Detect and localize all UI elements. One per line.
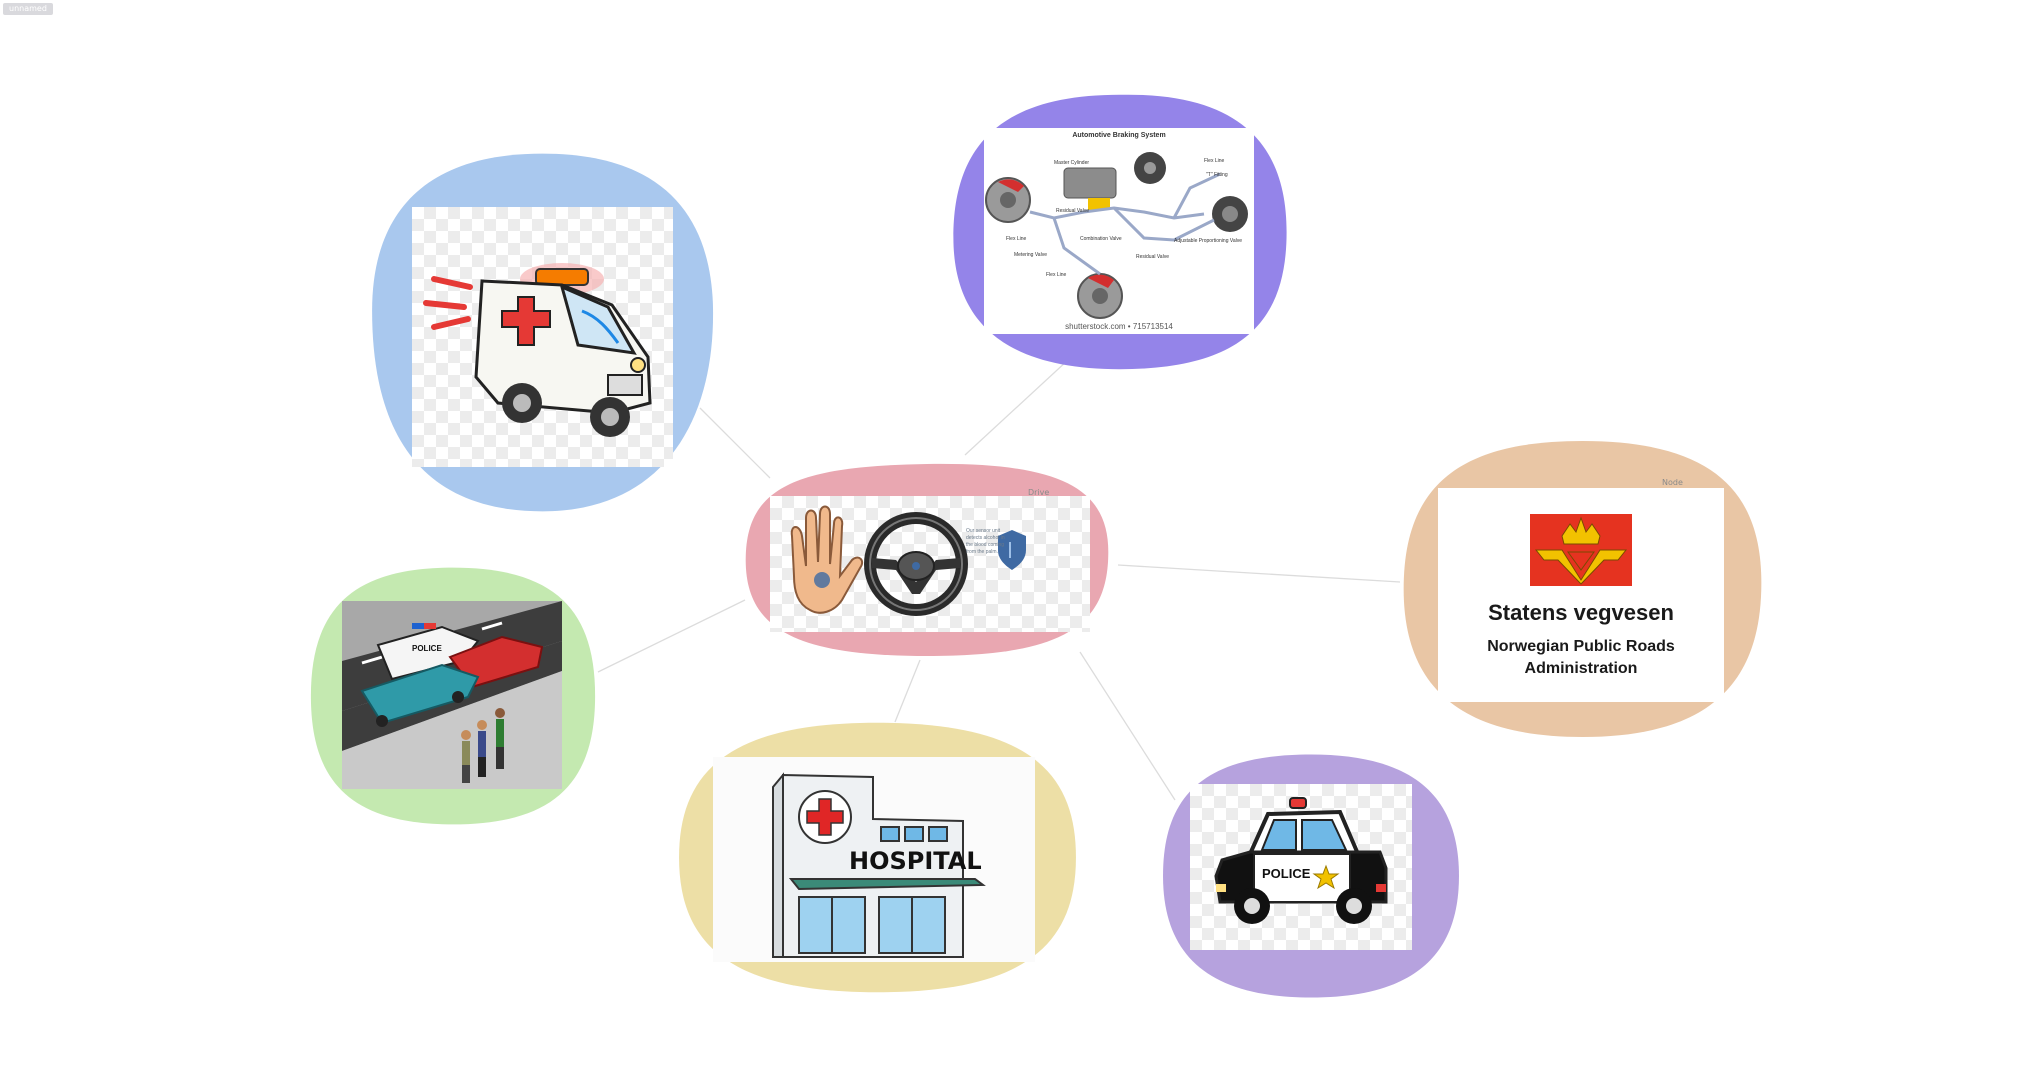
brake-label: Metering Valve xyxy=(1014,252,1047,258)
brake-label: Combination Valve xyxy=(1080,236,1122,242)
police-door-text: POLICE xyxy=(1262,866,1311,881)
brakes-image: Automotive Braking System Master Cylinde… xyxy=(984,128,1254,334)
police-text: POLICE xyxy=(412,644,442,653)
node-brakes[interactable]: Automotive Braking System Master Cylinde… xyxy=(950,92,1290,372)
brake-label: Flex Line xyxy=(1046,272,1067,278)
hospital-sign: HOSPITAL xyxy=(849,847,982,875)
organization-subtitle: Norwegian Public Roads Administration xyxy=(1487,638,1675,677)
shield-icon xyxy=(998,530,1026,570)
hand-icon xyxy=(790,505,1026,616)
drive-note: Our sensor unit detects alcohol in the b… xyxy=(966,528,1005,555)
link-brakes xyxy=(964,359,1069,456)
link-accident xyxy=(597,599,746,673)
link-ambulance xyxy=(699,407,771,479)
node-center[interactable]: Drive Our sensor unit detects alcohol in… xyxy=(742,460,1112,660)
node-tag: Drive xyxy=(1028,488,1050,497)
link-police xyxy=(1079,651,1176,801)
brakes-title: Automotive Braking System xyxy=(1072,132,1166,139)
ambulance-image xyxy=(412,207,673,467)
brake-label: Adjustable Proportioning Valve xyxy=(1174,238,1243,244)
brake-label: Master Cylinder xyxy=(1054,160,1090,166)
braking-system-diagram-icon xyxy=(985,152,1248,319)
brake-label: Residual Valve xyxy=(1136,254,1169,260)
node-accident[interactable]: POLICE xyxy=(308,565,598,827)
brake-label: "T" Fitting xyxy=(1206,172,1228,178)
ambulance-icon xyxy=(423,263,652,437)
accident-image: POLICE xyxy=(342,601,562,789)
document-badge[interactable]: unnamed xyxy=(3,3,53,15)
brake-label: Flex Line xyxy=(1006,236,1027,242)
node-tag: Node xyxy=(1662,478,1683,487)
statens-vegvesen-logo: Statens vegvesen Norwegian Public Roads … xyxy=(1438,488,1724,702)
node-hospital[interactable]: HOSPITAL xyxy=(675,720,1080,995)
hospital-image: HOSPITAL xyxy=(713,757,1035,962)
crown-emblem-icon xyxy=(1530,514,1632,586)
accident-scene-icon: POLICE xyxy=(342,601,562,789)
brakes-source: shutterstock.com • 715713514 xyxy=(1065,322,1173,331)
brake-label: Flex Line xyxy=(1204,158,1225,164)
node-ambulance[interactable] xyxy=(365,150,720,515)
police-car-image: POLICE xyxy=(1190,784,1412,950)
brake-label: Residual Valve xyxy=(1056,208,1089,214)
link-statens xyxy=(1117,564,1401,583)
link-hospital xyxy=(894,659,921,723)
drive-image: Our sensor unit detects alcohol in the b… xyxy=(770,496,1090,632)
node-statens-vegvesen[interactable]: Node Statens vegvesen Norwegian Public R… xyxy=(1400,438,1765,740)
organization-name: Statens vegvesen xyxy=(1488,600,1674,625)
node-police-car[interactable]: POLICE xyxy=(1160,752,1462,1000)
police-car-icon: POLICE xyxy=(1214,797,1388,924)
steering-wheel-icon xyxy=(864,512,968,616)
hospital-icon: HOSPITAL xyxy=(772,772,986,958)
